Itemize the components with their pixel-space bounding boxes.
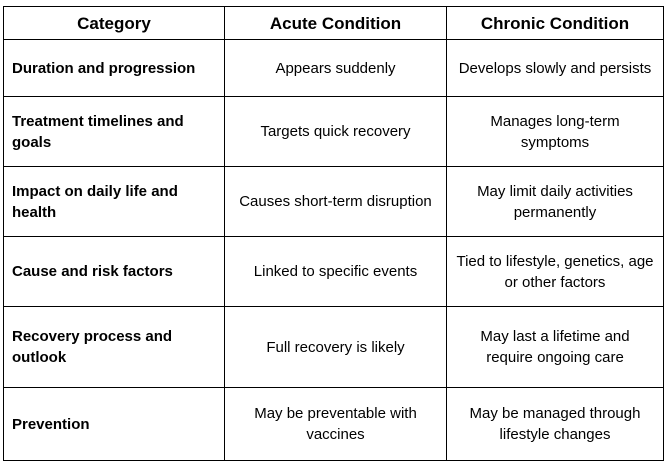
table-row: Cause and risk factors Linked to specifi… [3,236,664,307]
category-cell: Impact on daily life and health [3,166,225,237]
table-row: Treatment timelines and goals Targets qu… [3,96,664,167]
chronic-cell: Develops slowly and persists [446,39,664,97]
chronic-cell: Manages long-term symptoms [446,96,664,167]
header-acute-condition: Acute Condition [224,6,447,40]
chronic-cell: May last a lifetime and require ongoing … [446,306,664,388]
table-header-row: Category Acute Condition Chronic Conditi… [3,6,664,40]
acute-vs-chronic-table: Category Acute Condition Chronic Conditi… [3,6,664,461]
chronic-cell: Tied to lifestyle, genetics, age or othe… [446,236,664,307]
header-chronic-condition: Chronic Condition [446,6,664,40]
chronic-cell: May be managed through lifestyle changes [446,387,664,461]
acute-cell: Causes short-term disruption [224,166,447,237]
category-cell: Prevention [3,387,225,461]
acute-cell: Appears suddenly [224,39,447,97]
category-cell: Cause and risk factors [3,236,225,307]
category-cell: Treatment timelines and goals [3,96,225,167]
chronic-cell: May limit daily activities permanently [446,166,664,237]
table-row: Recovery process and outlook Full recove… [3,306,664,388]
acute-cell: May be preventable with vaccines [224,387,447,461]
comparison-table-container: Category Acute Condition Chronic Conditi… [3,6,664,461]
header-category: Category [3,6,225,40]
table-row: Impact on daily life and health Causes s… [3,166,664,237]
category-cell: Duration and progression [3,39,225,97]
acute-cell: Targets quick recovery [224,96,447,167]
category-cell: Recovery process and outlook [3,306,225,388]
acute-cell: Linked to specific events [224,236,447,307]
table-row: Duration and progression Appears suddenl… [3,39,664,97]
table-row: Prevention May be preventable with vacci… [3,387,664,461]
acute-cell: Full recovery is likely [224,306,447,388]
